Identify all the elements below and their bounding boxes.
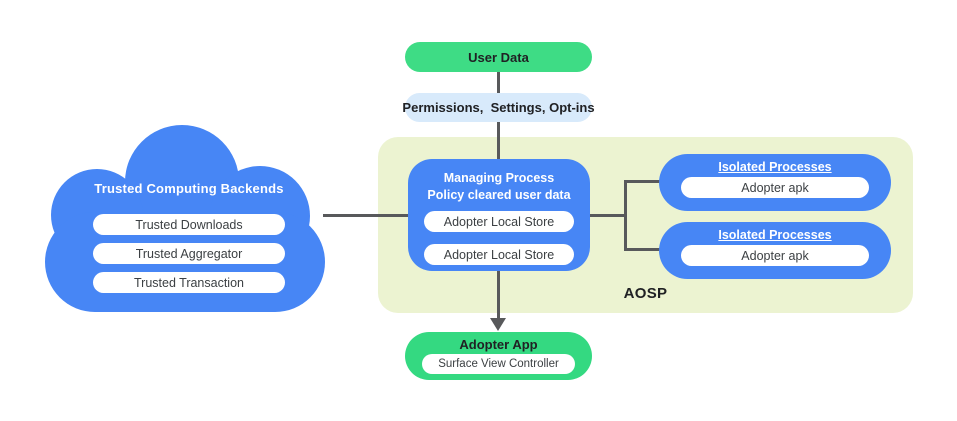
cloud-item-label: Trusted Transaction: [133, 275, 244, 290]
connector-managing-branch-stem: [590, 214, 626, 217]
isolated-process-node-1: Isolated Processes Adopter apk: [659, 154, 891, 211]
surface-view-controller-pill: Surface View Controller: [422, 354, 575, 374]
user-data-label: User Data: [468, 49, 529, 65]
permissions-label: Permissions, Settings, Opt-ins: [402, 100, 595, 115]
cloud-title: Trusted Computing Backends: [94, 181, 284, 196]
store-label: Adopter Local Store: [443, 214, 555, 229]
isolated-process-title: Isolated Processes: [718, 160, 832, 174]
adopter-app-node: Adopter App Surface View Controller: [405, 332, 592, 380]
user-data-node: User Data: [405, 42, 592, 72]
adopter-apk-label: Adopter apk: [741, 248, 809, 263]
connector-to-isolated-2: [624, 248, 661, 251]
managing-title-line2: Policy cleared user data: [427, 188, 571, 202]
arrow-down-icon: [490, 318, 506, 331]
connector-branch-vertical: [624, 180, 627, 251]
cloud-item-trusted-downloads: Trusted Downloads: [93, 214, 285, 235]
cloud-item-trusted-transaction: Trusted Transaction: [93, 272, 285, 293]
isolated-process-title: Isolated Processes: [718, 228, 832, 242]
adopter-app-title: Adopter App: [459, 337, 538, 352]
connector-managing-to-app: [497, 271, 500, 319]
connector-userdata-to-permissions: [497, 72, 500, 93]
adopter-apk-pill: Adopter apk: [681, 177, 869, 198]
aosp-label: AOSP: [623, 285, 668, 302]
surface-view-controller-label: Surface View Controller: [438, 358, 559, 370]
connector-cloud-to-managing: [323, 214, 409, 217]
isolated-process-node-2: Isolated Processes Adopter apk: [659, 222, 891, 279]
managing-title-line1: Managing Process: [443, 171, 555, 185]
connector-to-isolated-1: [624, 180, 661, 183]
adopter-apk-label: Adopter apk: [741, 180, 809, 195]
managing-process-node: Managing Process Policy cleared user dat…: [408, 159, 590, 271]
adopter-apk-pill: Adopter apk: [681, 245, 869, 266]
managing-process-title: Managing Process Policy cleared user dat…: [408, 170, 590, 204]
cloud-item-trusted-aggregator: Trusted Aggregator: [93, 243, 285, 264]
adopter-local-store-2: Adopter Local Store: [424, 244, 574, 265]
permissions-node: Permissions, Settings, Opt-ins: [402, 93, 595, 122]
adopter-local-store-1: Adopter Local Store: [424, 211, 574, 232]
cloud-item-label: Trusted Aggregator: [135, 246, 243, 261]
connector-permissions-to-managing: [497, 122, 500, 160]
cloud-item-label: Trusted Downloads: [135, 217, 243, 232]
store-label: Adopter Local Store: [443, 247, 555, 262]
